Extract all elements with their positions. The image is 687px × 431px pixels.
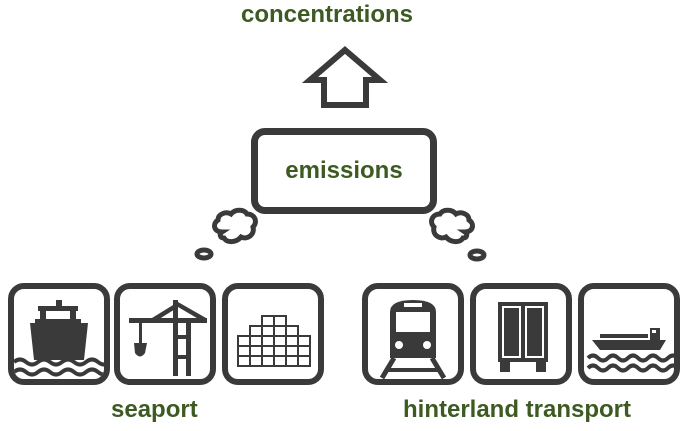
thought-cloud-left-icon bbox=[194, 207, 258, 261]
ship-icon bbox=[8, 283, 110, 385]
emissions-box: emissions bbox=[251, 128, 437, 214]
hinterland-transport-label: hinterland transport bbox=[403, 396, 632, 423]
containers-icon bbox=[222, 283, 324, 385]
seaport-label: seaport bbox=[111, 396, 198, 423]
truck-icon bbox=[470, 283, 572, 385]
train-icon bbox=[362, 283, 464, 385]
concentrations-label: concentrations bbox=[240, 1, 414, 28]
emissions-label: emissions bbox=[285, 157, 403, 184]
thought-cloud-right-icon bbox=[429, 207, 487, 262]
crane-icon bbox=[114, 283, 216, 385]
up-arrow-icon bbox=[301, 46, 389, 108]
barge-icon bbox=[578, 283, 680, 385]
